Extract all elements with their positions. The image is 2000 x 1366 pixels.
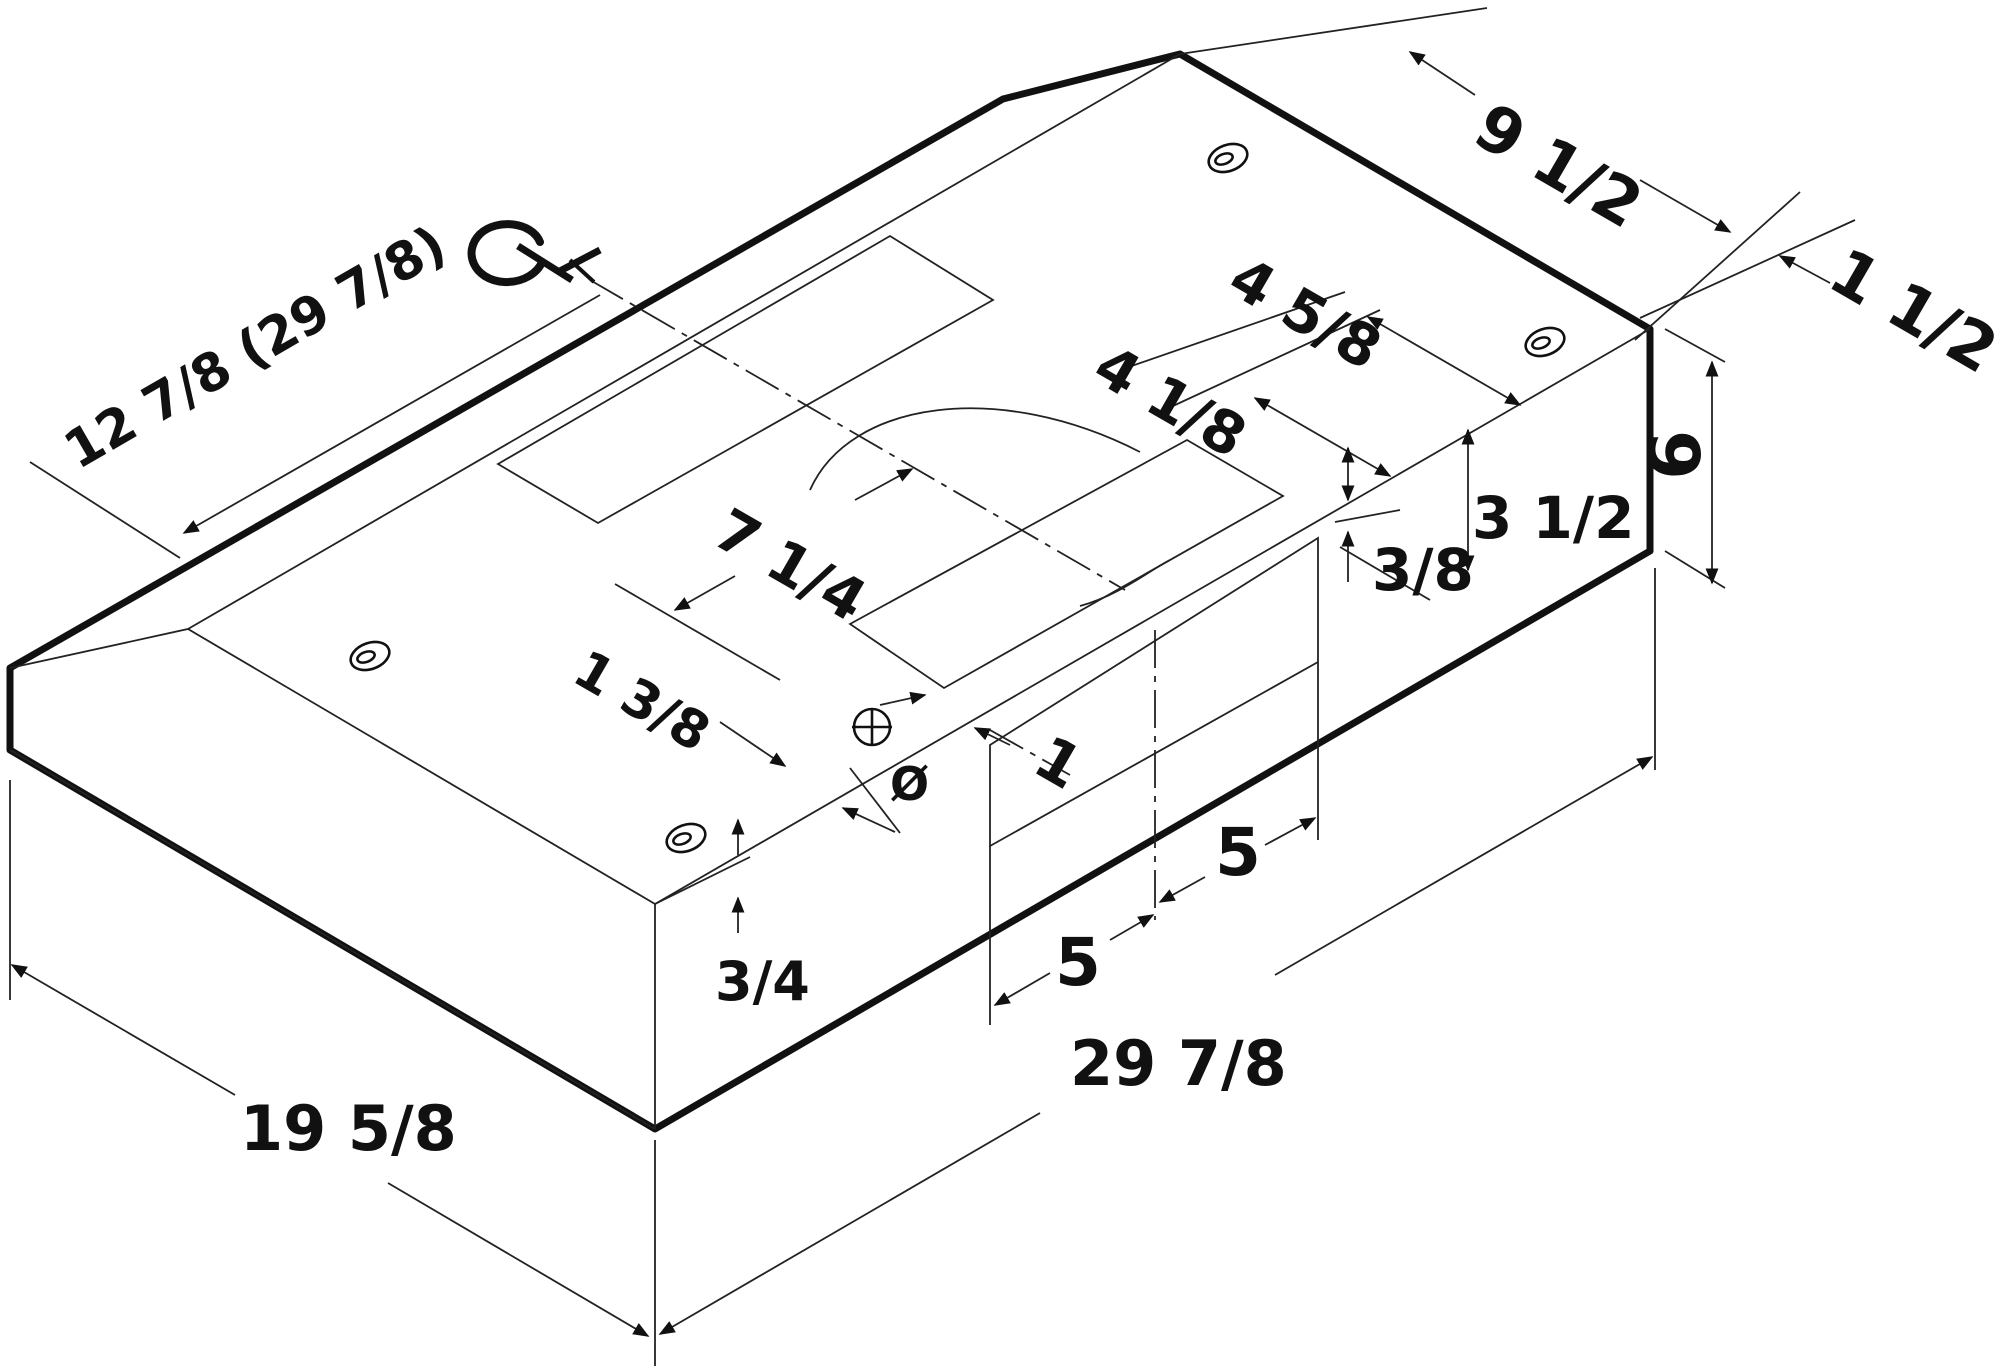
duct-curve-lower bbox=[1079, 559, 1171, 607]
keyhole-slot-right bbox=[1524, 326, 1566, 358]
dimension-lines bbox=[9, 7, 1856, 1366]
diameter-symbol: Ø bbox=[890, 757, 929, 811]
duct-radius-label: 7 1/4 bbox=[703, 495, 878, 635]
keyhole-slot-front bbox=[665, 822, 707, 854]
keyhole-slot-rear bbox=[1207, 142, 1249, 174]
rear-inset-label: 1 1/2 bbox=[1817, 235, 2000, 389]
top-ridge-line bbox=[187, 53, 1181, 630]
knockout-right-label: 5 bbox=[1215, 814, 1261, 891]
keyhole-slot-left bbox=[349, 640, 391, 672]
centerline bbox=[589, 279, 1126, 591]
knockout-rectangle bbox=[989, 536, 1319, 848]
depth-label: 19 5/8 bbox=[240, 1092, 457, 1165]
front-knockout bbox=[989, 536, 1319, 920]
front-edge bbox=[9, 328, 1651, 906]
top-features bbox=[496, 234, 1285, 690]
wiring-hole bbox=[852, 707, 892, 747]
knockout-side-label: 3/8 bbox=[1372, 536, 1474, 604]
duct-arc bbox=[809, 407, 1141, 491]
dimension-labels: 19 5/8 29 7/8 6 3 1/2 9 1/2 1 1/2 12 7/8… bbox=[55, 90, 2000, 1165]
knockout-front-label: 1 3/8 bbox=[564, 639, 720, 764]
rear-offset-label: 9 1/2 bbox=[1462, 90, 1654, 244]
width-label: 29 7/8 bbox=[1070, 1027, 1287, 1100]
centerline-symbol: ℄ bbox=[467, 220, 602, 287]
hood-outline bbox=[6, 50, 1654, 1133]
knockout-bar-label: 1 bbox=[1023, 722, 1094, 803]
front-filter-opening bbox=[848, 438, 1285, 690]
rear-filter-opening bbox=[496, 234, 995, 525]
knockout-left-label: 5 bbox=[1055, 924, 1101, 1001]
mounting-holes bbox=[349, 142, 1566, 854]
front-lip-label: 3/4 bbox=[715, 950, 810, 1013]
front-height-label: 3 1/2 bbox=[1472, 484, 1634, 552]
height-label: 6 bbox=[1633, 430, 1717, 480]
duct-depth-a-label: 4 5/8 bbox=[1218, 243, 1393, 383]
centerline-offset-label: 12 7/8 (29 7/8) bbox=[55, 215, 457, 482]
front-panel-line bbox=[9, 749, 656, 1130]
